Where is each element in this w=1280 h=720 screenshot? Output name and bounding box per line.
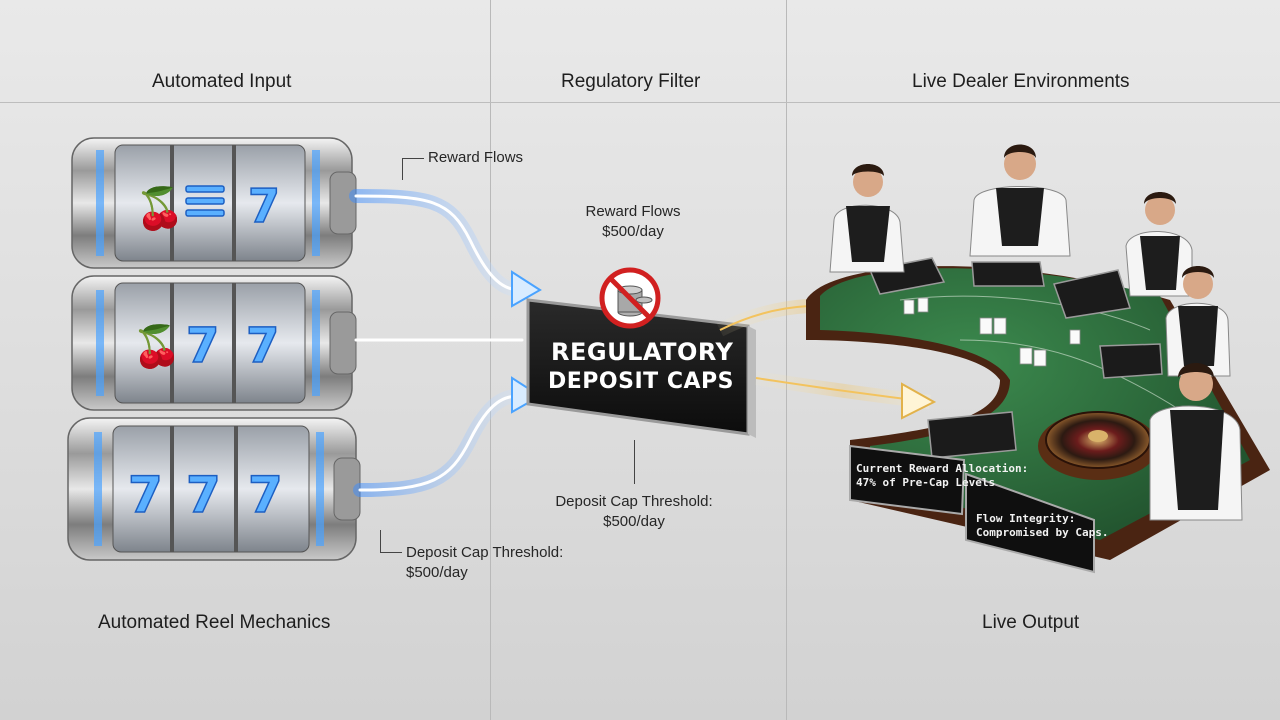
regulatory-badge-line2: DEPOSIT CAPS bbox=[548, 369, 734, 394]
deposit-cap-label-left: Deposit Cap Threshold: $500/day bbox=[406, 543, 563, 583]
table-info-panels bbox=[849, 444, 1095, 574]
reward-flow-streams bbox=[349, 189, 529, 497]
integrity-panel-text: Flow Integrity: Compromised by Caps. bbox=[976, 512, 1108, 540]
deposit-cap-label-center: Deposit Cap Threshold: $500/day bbox=[544, 492, 724, 532]
cherry-symbol: 🍒 bbox=[135, 185, 185, 232]
reward-flows-tick-v bbox=[402, 158, 403, 180]
svg-text:7: 7 bbox=[248, 466, 283, 524]
integrity-line1: Flow Integrity: bbox=[976, 512, 1076, 525]
svg-text:7: 7 bbox=[248, 179, 280, 233]
regulatory-badge-line1: REGULATORY bbox=[551, 338, 734, 366]
allocation-line2: 47% of Pre-Cap Levels bbox=[856, 476, 996, 489]
deposit-cap-center-line1: Deposit Cap Threshold: bbox=[555, 493, 713, 510]
reward-flows-tick-h bbox=[402, 158, 424, 159]
reward-flows-center-line1: Reward Flows bbox=[585, 203, 681, 220]
deposit-cap-tick-v bbox=[380, 530, 381, 552]
svg-text:7: 7 bbox=[246, 318, 279, 374]
deposit-cap-center-line2: $500/day bbox=[603, 513, 665, 530]
reward-flows-center-line2: $500/day bbox=[602, 223, 664, 240]
no-coins-icon bbox=[599, 267, 661, 329]
header-divider bbox=[0, 102, 1280, 103]
allocation-panel-text: Current Reward Allocation: 47% of Pre-Ca… bbox=[856, 462, 1028, 490]
integrity-line2: Compromised by Caps. bbox=[976, 526, 1109, 539]
slot-reel-2 bbox=[71, 275, 357, 411]
deposit-cap-tick-h bbox=[380, 552, 402, 553]
flow-arrowheads bbox=[511, 270, 542, 414]
reward-flows-label-left: Reward Flows bbox=[428, 149, 524, 166]
deposit-cap-left-line1: Deposit Cap Threshold: bbox=[406, 544, 564, 561]
column-divider-left bbox=[490, 0, 491, 720]
svg-text:7: 7 bbox=[186, 466, 221, 524]
input-column-subtitle: Automated Reel Mechanics bbox=[98, 612, 331, 633]
allocation-line1: Current Reward Allocation: bbox=[856, 462, 1029, 475]
slot-reel-3 bbox=[67, 417, 361, 561]
svg-text:7: 7 bbox=[128, 466, 163, 524]
regulatory-badge bbox=[526, 298, 756, 438]
deposit-cap-center-tick bbox=[634, 440, 635, 484]
deposit-cap-left-line2: $500/day bbox=[406, 564, 468, 581]
svg-text:🍒: 🍒 bbox=[132, 323, 182, 370]
dealer-figures bbox=[829, 144, 1243, 521]
svg-text:7: 7 bbox=[186, 318, 219, 374]
input-column-title: Automated Input bbox=[152, 71, 292, 92]
output-column-title: Live Dealer Environments bbox=[912, 71, 1130, 92]
slot-reel-stack: 🍒 7 🍒 7 7 7 7 7 bbox=[67, 137, 361, 561]
output-column-subtitle: Live Output bbox=[982, 612, 1080, 633]
filter-column-title: Regulatory Filter bbox=[561, 71, 701, 92]
column-divider-right bbox=[786, 0, 787, 720]
reward-flows-label-center: Reward Flows $500/day bbox=[568, 202, 698, 242]
